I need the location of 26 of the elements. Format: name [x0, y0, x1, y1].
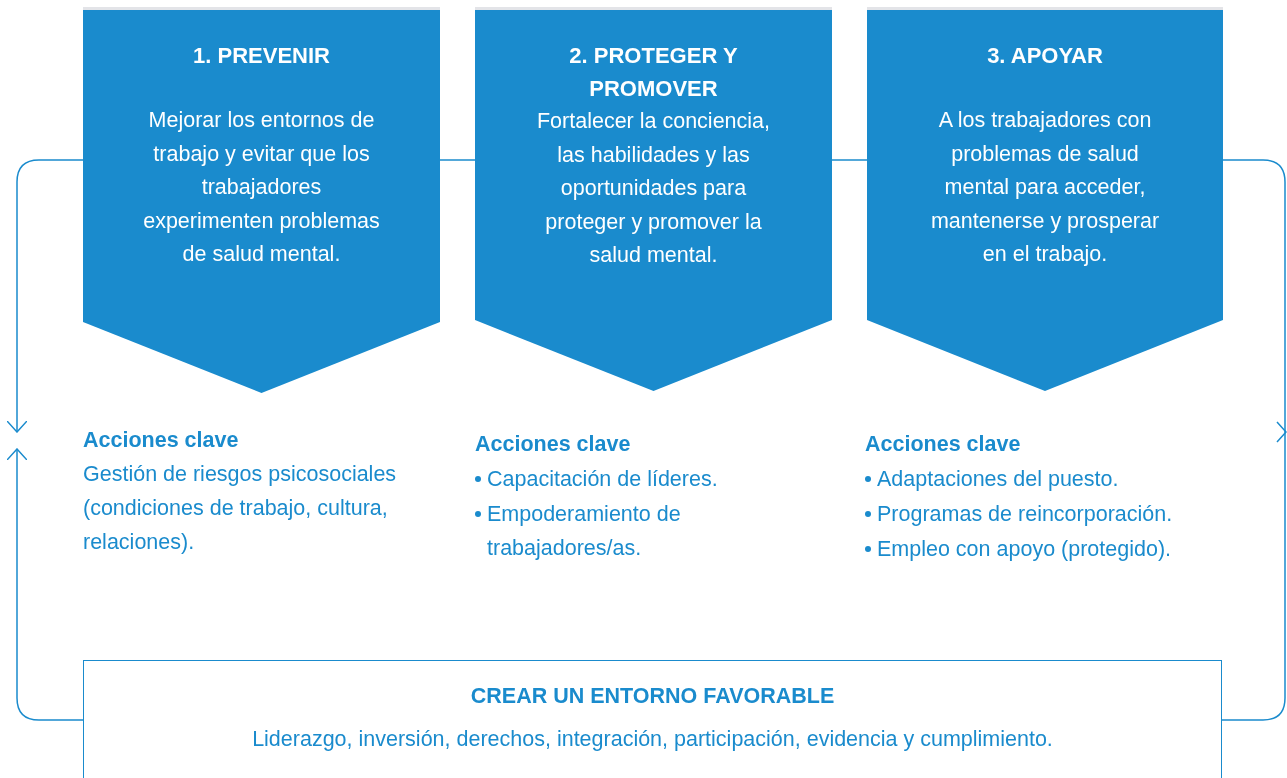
box-description: Liderazgo, inversión, derechos, integración, participación, evidencia y cumplimiento.	[251, 727, 1054, 752]
step-description: A los trabajadores con problemas de salud mental para acceder, mantenerse y prosperar en el trabajo.	[929, 107, 1161, 268]
key-actions-text: Gestión de riesgos psicosociales (condiciones de trabajo, cultura, relaciones).	[83, 461, 398, 556]
connector-line	[831, 159, 868, 161]
box-title: CREAR UN ENTORNO FAVORABLE	[469, 684, 836, 709]
chevron-step	[83, 10, 440, 393]
list-item: Programas de reincorporación.	[877, 501, 1173, 528]
step-title: 2. PROTEGER Y PROMOVER	[568, 42, 739, 103]
step-description: Mejorar los entornos de trabajo y evitar que los trabajadores experimenten problemas de salud mental.	[142, 107, 381, 268]
list-item: Empleo con apoyo (protegido).	[877, 536, 1171, 563]
list-item: Adaptaciones del puesto.	[877, 466, 1119, 493]
key-actions-heading: Acciones clave	[475, 431, 631, 458]
connector-line	[439, 159, 476, 161]
connector-line	[6, 159, 84, 433]
key-actions-heading: Acciones clave	[865, 431, 1021, 458]
key-actions-heading: Acciones clave	[83, 427, 239, 454]
chevron-step	[867, 10, 1223, 391]
step-title: 1. PREVENIR	[192, 42, 331, 70]
connector-line	[1221, 159, 1286, 721]
step-description: Fortalecer la conciencia, las habilidades y las oportunidades para proteger y promover la salud mental.	[536, 108, 771, 269]
enabling-environment-box	[83, 660, 1222, 778]
chevron-step	[475, 10, 832, 391]
step-title: 3. APOYAR	[986, 42, 1104, 70]
connector-line	[6, 448, 84, 721]
list-item: Capacitación de líderes.	[487, 466, 718, 493]
list-item: Empoderamiento de trabajadores/as.	[487, 501, 682, 562]
